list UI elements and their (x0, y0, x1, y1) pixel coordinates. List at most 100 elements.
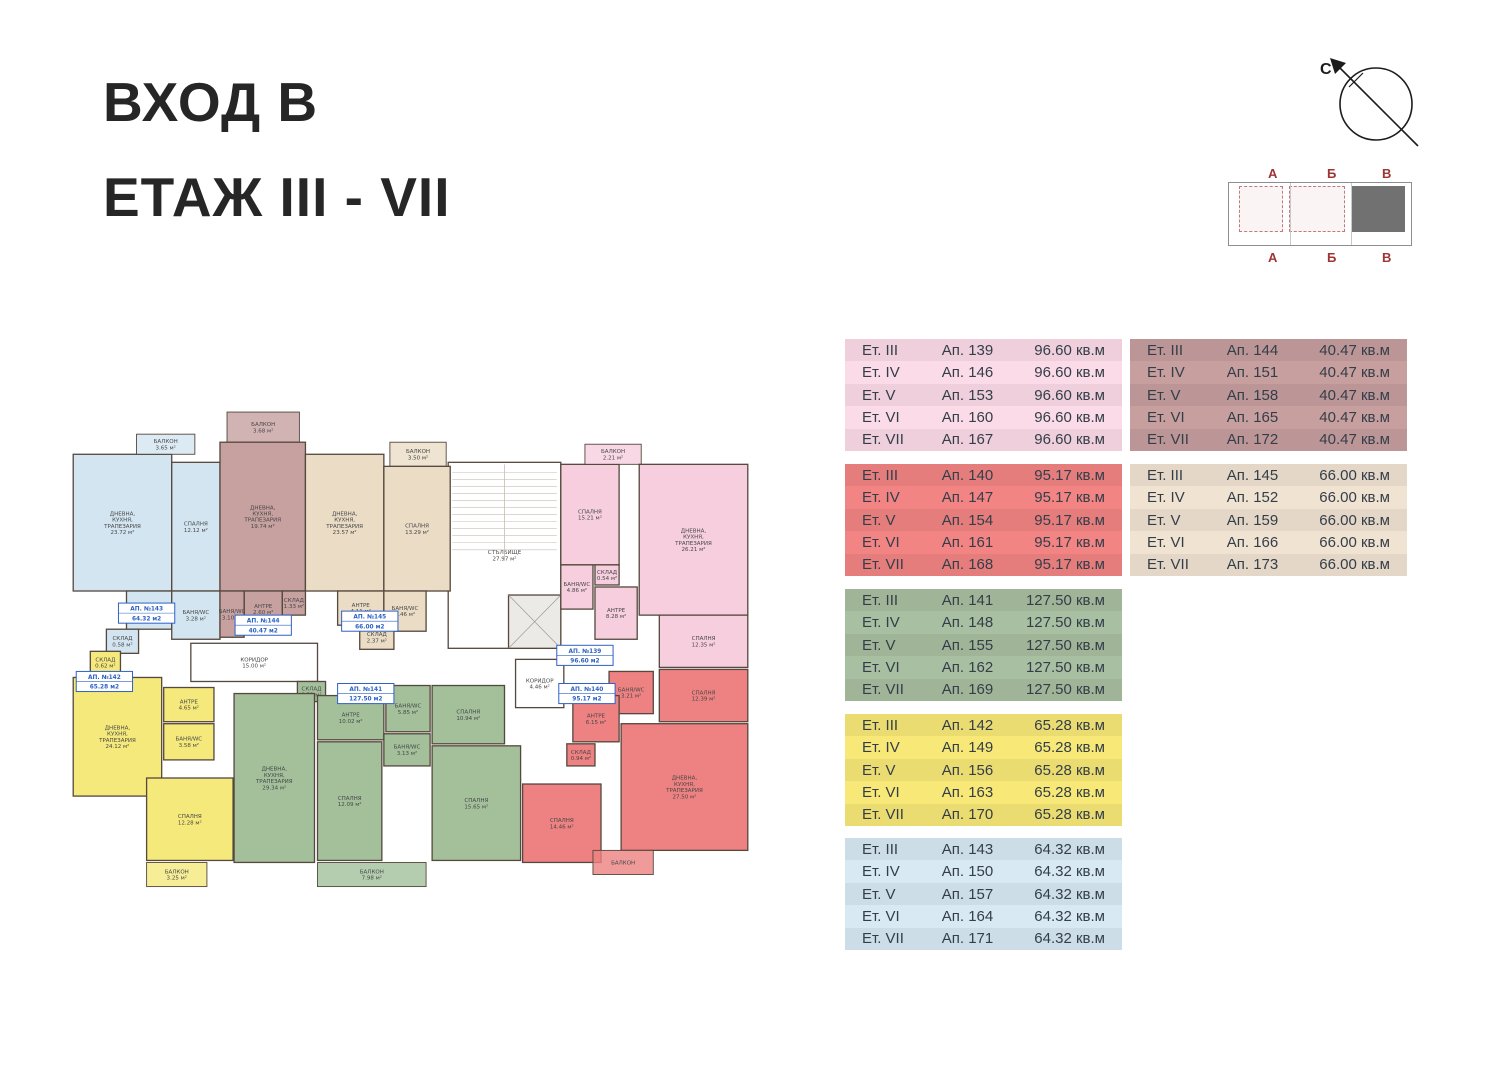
keyplan-label-v-bottom: В (1382, 250, 1392, 265)
svg-text:АП. №141: АП. №141 (349, 686, 382, 693)
unit-apt: Ап. 140 (941, 466, 994, 484)
unit-area: 65.28 кв.м (1034, 806, 1105, 824)
unit-area: 64.32 кв.м (1034, 907, 1105, 925)
svg-text:66.00 м2: 66.00 м2 (355, 624, 384, 630)
unit-apt: Ап. 143 (941, 840, 994, 858)
svg-text:96.60 м2: 96.60 м2 (570, 658, 599, 664)
apt-140-balcony: БАЛКОН (592, 849, 654, 875)
unit-apt: Ап. 141 (941, 591, 994, 609)
keyplan-section-v-highlighted (1351, 186, 1405, 232)
unit-area: 95.17 кв.м (1034, 556, 1105, 574)
unit-floor: Ет. VII (862, 930, 904, 948)
unit-apt: Ап. 165 (1226, 408, 1279, 426)
svg-text:95.17 м2: 95.17 м2 (572, 697, 601, 703)
unit-apt: Ап. 162 (941, 658, 994, 676)
unit-area: 64.32 кв.м (1034, 863, 1105, 881)
keyplan-label-v-top: В (1382, 166, 1392, 181)
keyplan-outline (1228, 182, 1412, 246)
unit-apt: Ап. 164 (941, 907, 994, 925)
unit-area: 127.50 кв.м (1025, 614, 1105, 632)
keyplan-divider (1290, 183, 1291, 245)
unit-floor: Ет. VI (1147, 408, 1185, 426)
unit-apt: Ап. 145 (1226, 466, 1279, 484)
unit-area: 40.47 кв.м (1319, 364, 1390, 382)
unit-apt: Ап. 139 (941, 341, 994, 359)
unit-floor: Ет. VI (862, 658, 900, 676)
unit-area: 95.17 кв.м (1034, 533, 1105, 551)
unit-floor: Ет. III (1147, 466, 1184, 484)
svg-text:АП. №144: АП. №144 (247, 618, 280, 625)
unit-area: 127.50 кв.м (1025, 636, 1105, 654)
unit-area: 66.00 кв.м (1319, 511, 1390, 529)
unit-floor: Ет. VI (862, 408, 900, 426)
unit-area: 66.00 кв.м (1319, 533, 1390, 551)
keyplan-label-a-bottom: А (1268, 250, 1278, 265)
unit-floor: Ет. V (862, 511, 896, 529)
keyplan-label-b-top: Б (1327, 166, 1337, 181)
keyplan-label-b-bottom: Б (1327, 250, 1337, 265)
unit-apt: Ап. 167 (941, 431, 994, 449)
unit-area: 127.50 кв.м (1025, 658, 1105, 676)
unit-area: 65.28 кв.м (1034, 761, 1105, 779)
unit-floor: Ет. IV (862, 489, 900, 507)
page-title: ВХОД В ЕТАЖ III - VII (103, 55, 451, 245)
unit-area: 40.47 кв.м (1319, 386, 1390, 404)
compass-circle (1339, 67, 1413, 141)
unit-apt: Ап. 149 (941, 739, 994, 757)
unit-area: 65.28 кв.м (1034, 783, 1105, 801)
unit-apt: Ап. 150 (941, 863, 994, 881)
unit-apt: Ап. 171 (941, 930, 994, 948)
unit-floor: Ет. VI (862, 533, 900, 551)
unit-area: 66.00 кв.м (1319, 489, 1390, 507)
unit-floor: Ет. V (862, 636, 896, 654)
unit-floor: Ет. VII (862, 681, 904, 699)
svg-text:127.50 м2: 127.50 м2 (349, 697, 382, 703)
unit-floor: Ет. III (862, 840, 899, 858)
unit-floor: Ет. III (862, 591, 899, 609)
unit-apt: Ап. 172 (1226, 431, 1279, 449)
